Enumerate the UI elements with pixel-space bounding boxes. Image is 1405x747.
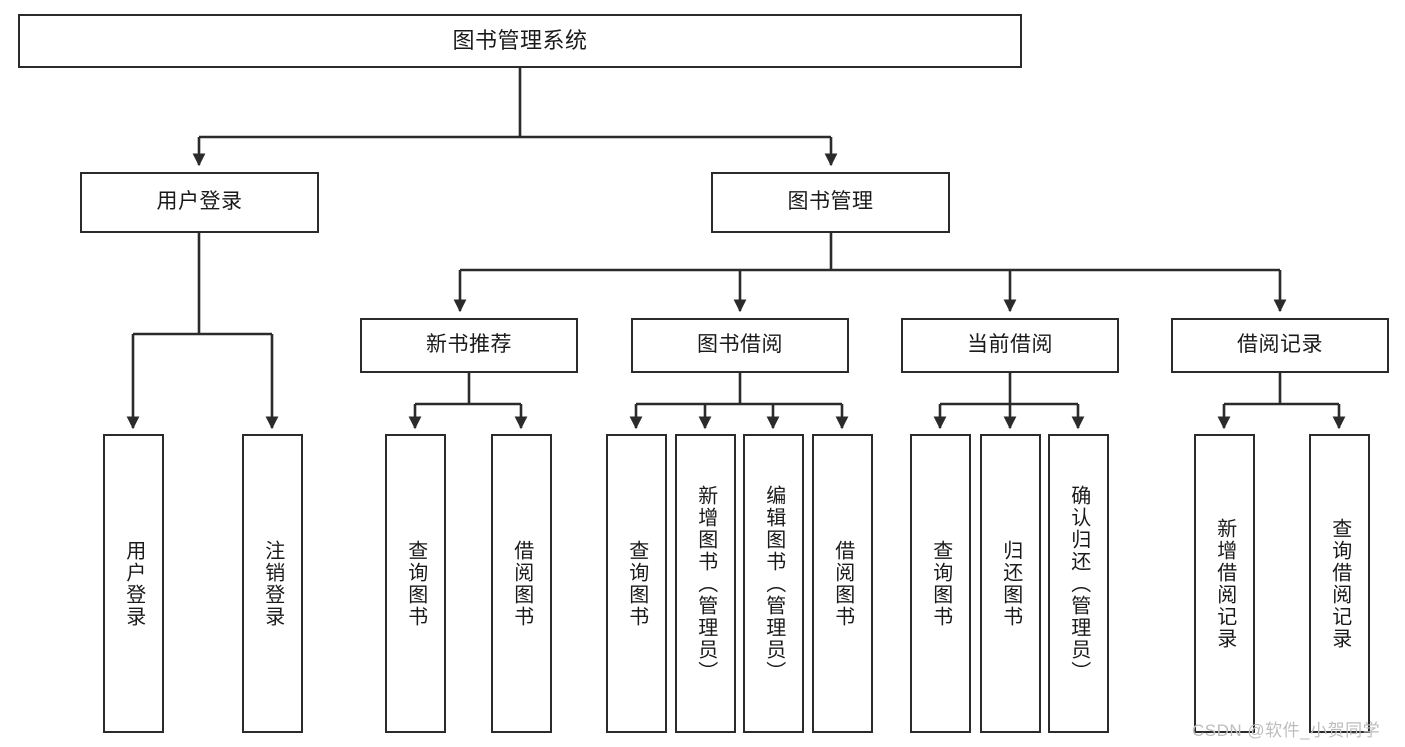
node-label: 图书借阅	[697, 333, 783, 357]
leaf-recommend-borrow-book[interactable]: 借阅图书	[491, 434, 552, 733]
leaf-current-return-book[interactable]: 归还图书	[980, 434, 1041, 733]
node-label: 查询图书	[404, 539, 427, 628]
node-label: 图书管理系统	[452, 28, 588, 54]
node-borrow-record[interactable]: 借阅记录	[1171, 318, 1389, 373]
node-label: 归还图书	[999, 539, 1022, 628]
node-user-login[interactable]: 用户登录	[80, 172, 319, 233]
node-label: 新增图书（管理员）	[694, 484, 717, 683]
node-label: 借阅图书	[510, 539, 533, 628]
node-label: 确认归还（管理员）	[1067, 484, 1090, 683]
leaf-current-confirm-return-admin[interactable]: 确认归还（管理员）	[1048, 434, 1109, 733]
leaf-user-login-logout[interactable]: 注销登录	[242, 434, 303, 733]
node-label: 查询借阅记录	[1328, 517, 1351, 650]
leaf-user-login-login[interactable]: 用户登录	[103, 434, 164, 733]
leaf-borrow-add-book-admin[interactable]: 新增图书（管理员）	[675, 434, 736, 733]
node-current-borrow[interactable]: 当前借阅	[901, 318, 1119, 373]
leaf-recommend-query-book[interactable]: 查询图书	[385, 434, 446, 733]
node-root-system[interactable]: 图书管理系统	[18, 14, 1022, 68]
leaf-borrow-borrow-book[interactable]: 借阅图书	[812, 434, 873, 733]
node-label: 用户登录	[156, 190, 243, 214]
leaf-record-add-record[interactable]: 新增借阅记录	[1194, 434, 1255, 733]
node-label: 注销登录	[261, 539, 284, 628]
node-label: 新增借阅记录	[1213, 517, 1236, 650]
node-label: 编辑图书（管理员）	[762, 484, 785, 683]
leaf-borrow-edit-book-admin[interactable]: 编辑图书（管理员）	[743, 434, 804, 733]
watermark-text: CSDN @软件_小贺同学	[1192, 721, 1381, 740]
node-label: 查询图书	[625, 539, 648, 628]
node-label: 查询图书	[929, 539, 952, 628]
node-label: 新书推荐	[426, 333, 512, 357]
leaf-current-query-book[interactable]: 查询图书	[910, 434, 971, 733]
node-label: 借阅记录	[1237, 333, 1323, 357]
leaf-record-query-record[interactable]: 查询借阅记录	[1309, 434, 1370, 733]
node-label: 用户登录	[122, 539, 145, 628]
node-label: 当前借阅	[967, 333, 1053, 357]
node-new-book-recommend[interactable]: 新书推荐	[360, 318, 578, 373]
leaf-borrow-query-book[interactable]: 查询图书	[606, 434, 667, 733]
node-label: 借阅图书	[831, 539, 854, 628]
node-label: 图书管理	[787, 190, 874, 214]
node-book-management[interactable]: 图书管理	[711, 172, 950, 233]
node-book-borrow[interactable]: 图书借阅	[631, 318, 849, 373]
